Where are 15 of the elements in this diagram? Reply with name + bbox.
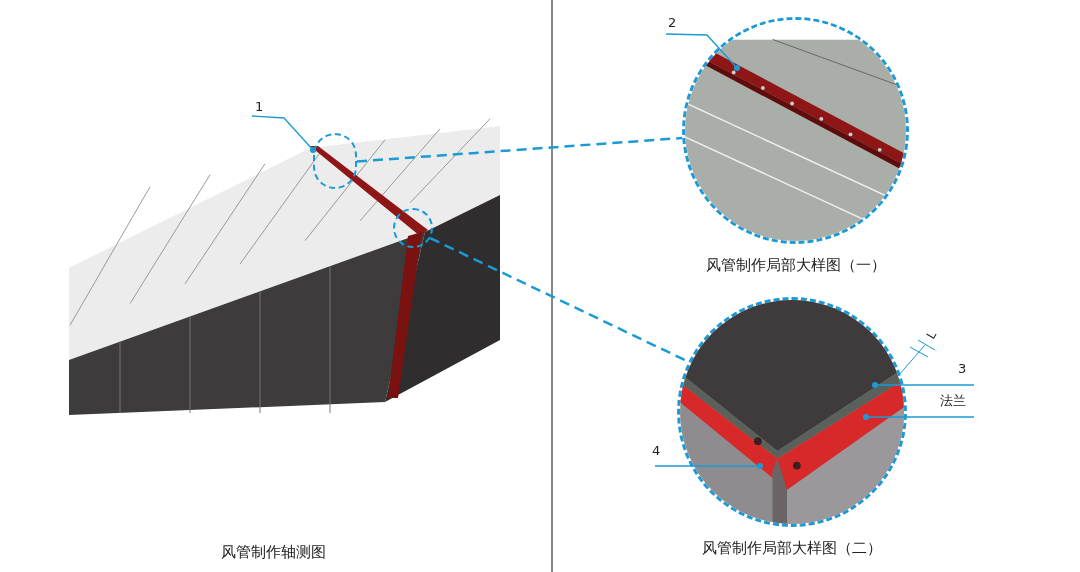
callout-label: 3 [958, 360, 967, 378]
leader-line [665, 33, 740, 71]
dimension-label: L [922, 327, 941, 343]
callout-label: 2 [668, 14, 677, 32]
leader-line [654, 463, 763, 469]
leader-line [863, 414, 975, 420]
drawing-caption: 风管制作轴测图 [219, 542, 327, 563]
dashed-connector [356, 136, 683, 163]
leader-line [872, 382, 975, 388]
callout-label: 4 [652, 442, 661, 460]
callout-label: 1 [255, 98, 264, 116]
callout-label: 法兰 [940, 392, 966, 410]
detail-caption: 风管制作局部大样图（一） [704, 255, 887, 276]
leader-line [251, 115, 316, 153]
detail-caption: 风管制作局部大样图（二） [701, 538, 883, 559]
